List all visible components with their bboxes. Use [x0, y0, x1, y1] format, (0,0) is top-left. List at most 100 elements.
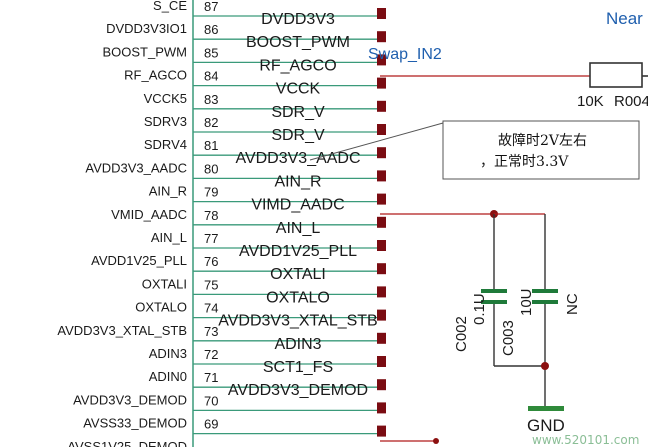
fault-annotation: 故障时2V左右 ，正常时3.3V [309, 120, 640, 180]
watermark: www.520101.com [532, 433, 639, 447]
pin-name: VIMD_AADC [251, 197, 344, 214]
net-label: SDRV4 [144, 137, 187, 152]
pin-number: 70 [204, 393, 218, 408]
net-label: RF_AGCO [124, 68, 187, 83]
cap-c002-value: 0.1U [471, 293, 488, 325]
annotation-leader [309, 122, 444, 161]
pin-number: 83 [204, 92, 218, 107]
cap-c002-ref: C002 [453, 316, 470, 352]
pin-number: 81 [204, 138, 218, 153]
pin-number: 72 [204, 347, 218, 362]
pin-number: 80 [204, 161, 218, 176]
net-label: AVDD3V3_AADC [85, 160, 187, 175]
pin-pad [377, 31, 386, 43]
annotation-line-1: 故障时2V左右 [498, 133, 587, 149]
pin-name: OXTALI [270, 266, 326, 283]
pin-pad [377, 286, 386, 298]
pin-name: VCCK [276, 81, 321, 98]
pin-name: SDR_V [271, 127, 325, 144]
pin-number: 86 [204, 22, 218, 37]
net-label: SDRV3 [144, 114, 187, 129]
net-label: OXTALO [135, 300, 187, 315]
pin-row: AVDD3V3_DEMOD 70 [73, 392, 386, 414]
pin-name: AVDD3V3_DEMOD [228, 382, 368, 399]
net-label: ADIN0 [149, 369, 187, 384]
pin-number: 69 [204, 417, 218, 432]
pin-number: 75 [204, 277, 218, 292]
pin-number: 73 [204, 324, 218, 339]
annotation-line-2: ，正常时3.3V [480, 154, 569, 170]
net-label: AVSS1V25_DEMOD [67, 439, 187, 447]
pin-name: ADIN3 [274, 336, 321, 353]
pin-pad [377, 147, 386, 159]
pin-row: AVSS1V25_DEMOD [67, 439, 187, 447]
pin-pad [377, 402, 386, 414]
pin-pad [377, 54, 386, 66]
pin-pad [377, 309, 386, 321]
net-label: S_CE [153, 0, 187, 13]
pin-pad [377, 124, 386, 135]
gnd-label: GND [527, 416, 565, 435]
pin-name: AVDD3V3_AADC [235, 150, 360, 167]
pin-pad [377, 170, 386, 182]
pin-number: 78 [204, 208, 218, 223]
pin-pad [377, 240, 386, 251]
cap-nc-value: NC [564, 293, 581, 315]
cap-c003-plate-top [532, 289, 558, 293]
net-label: AVDD1V25_PLL [91, 253, 187, 268]
pin-number: 82 [204, 115, 218, 130]
pin-number: 77 [204, 231, 218, 246]
pin-name: RF_AGCO [259, 57, 336, 74]
resistor-value: 10K [577, 93, 604, 110]
cap-c003-value: 10U [518, 288, 535, 316]
net-label: VCCK5 [144, 91, 187, 106]
gnd-bar [528, 406, 564, 411]
net-label: AIN_L [151, 230, 187, 245]
resistor-ref: R004 [614, 93, 648, 110]
net-label: AIN_R [149, 184, 187, 199]
pin-name: BOOST_PWM [246, 34, 350, 51]
bottom-junction [433, 438, 439, 444]
pin-number: 76 [204, 254, 218, 269]
net-label: AVDD3V3_DEMOD [73, 392, 187, 407]
pin-number: 87 [204, 0, 218, 14]
net-label: AVSS33_DEMOD [83, 416, 187, 431]
pin-name: AIN_L [276, 220, 321, 237]
pin-pad [377, 8, 386, 19]
pin-pad [377, 425, 386, 437]
pin-name: DVDD3V3 [261, 11, 335, 28]
pin-number: 84 [204, 69, 218, 84]
pin-name: SCT1_FS [263, 359, 333, 376]
pin-number: 85 [204, 45, 218, 60]
net-label: DVDD3V3IO1 [106, 21, 187, 36]
net-label: AVDD3V3_XTAL_STB [57, 323, 187, 338]
swap-in2-label: Swap_IN2 [368, 46, 442, 63]
pin-pad [377, 100, 386, 112]
pin-pad [377, 216, 386, 228]
pin-name: OXTALO [266, 289, 330, 306]
net-label: OXTALI [142, 276, 187, 291]
cap-c003-plate-bottom [532, 300, 558, 304]
net-label: ADIN3 [149, 346, 187, 361]
pin-pad [377, 263, 386, 275]
pin-name: AIN_R [274, 173, 321, 190]
cap-c003-ref: C003 [500, 320, 517, 356]
pin-row: AVSS33_DEMOD 69 [83, 416, 386, 437]
